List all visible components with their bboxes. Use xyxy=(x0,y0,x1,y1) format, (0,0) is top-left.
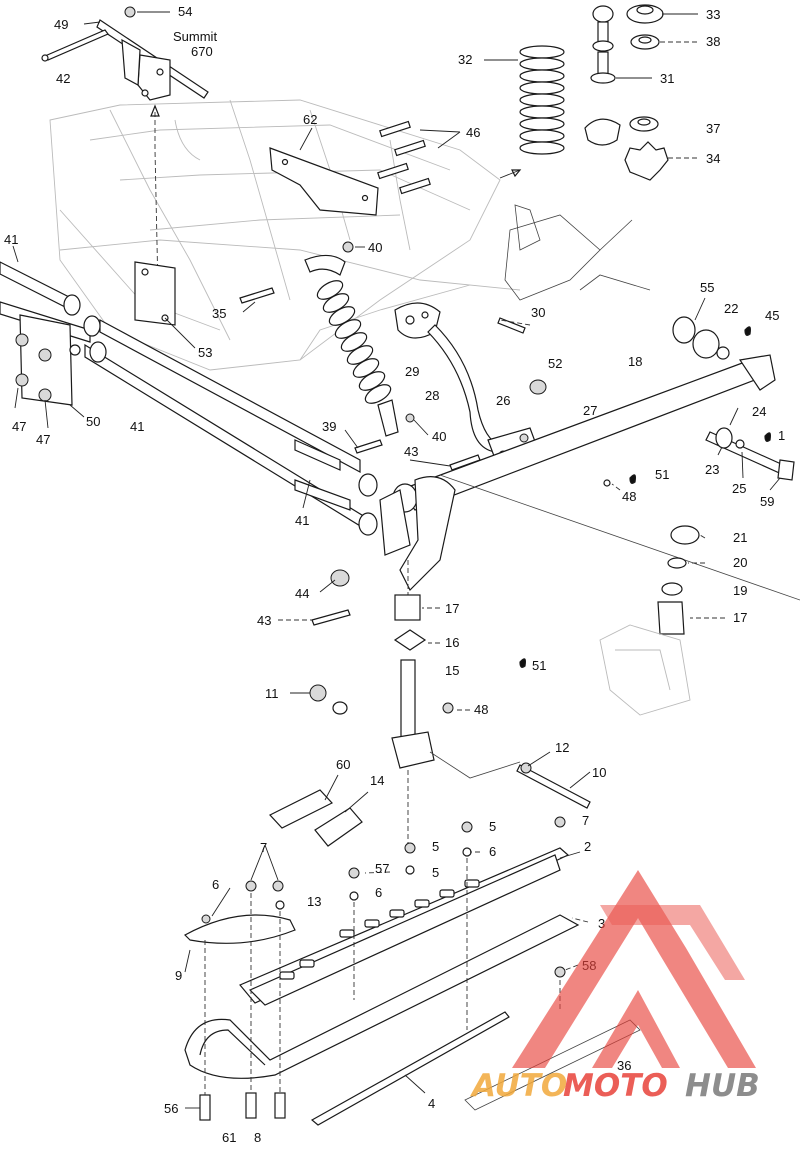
callout-43-top: 43 xyxy=(404,444,418,459)
callout-5-right: 5 xyxy=(489,819,496,834)
callout-39: 39 xyxy=(322,419,336,434)
callout-6-center: 5 xyxy=(432,865,439,880)
callout-31: 31 xyxy=(660,71,674,86)
callout-7-left: 7 xyxy=(260,840,267,855)
callout-32: 32 xyxy=(458,52,472,67)
callout-19: 19 xyxy=(733,583,747,598)
callout-24: 24 xyxy=(752,404,766,419)
callout-47-right: 47 xyxy=(36,432,50,447)
callout-9: 9 xyxy=(175,968,182,983)
callout-8: 8 xyxy=(254,1130,261,1145)
callout-36: 36 xyxy=(617,1058,631,1073)
callout-6-left: 6 xyxy=(375,885,382,900)
callout-46: 46 xyxy=(466,125,480,140)
callout-22: 22 xyxy=(724,301,738,316)
callout-7-right: 7 xyxy=(582,813,589,828)
callout-40-top: 40 xyxy=(368,240,382,255)
callout-16: 16 xyxy=(445,635,459,650)
callout-28: 28 xyxy=(425,388,439,403)
spring-assembly xyxy=(499,4,669,181)
watermark-logo: AUTO MOTO HUB xyxy=(469,870,760,1104)
watermark-text-auto: AUTO xyxy=(469,1068,567,1104)
callout-15: 15 xyxy=(445,663,459,678)
callout-21: 21 xyxy=(733,530,747,545)
callout-45: 45 xyxy=(765,308,779,323)
callout-17-right: 17 xyxy=(733,610,747,625)
callout-12: 12 xyxy=(555,740,569,755)
callout-3: 3 xyxy=(598,916,605,931)
callout-52: 52 xyxy=(548,356,562,371)
callout-48-top: 48 xyxy=(622,489,636,504)
callout-40-mid: 40 xyxy=(432,429,446,444)
callout-43-bottom: 43 xyxy=(257,613,271,628)
ski-assembly xyxy=(184,770,580,1126)
callout-18: 18 xyxy=(628,354,642,369)
callout-53: 53 xyxy=(198,345,212,360)
callout-61: 61 xyxy=(222,1130,236,1145)
callout-26: 26 xyxy=(496,393,510,408)
callout-48-bottom: 48 xyxy=(474,702,488,717)
bellcrank xyxy=(497,204,651,334)
summit-bracket xyxy=(41,6,209,291)
callout-41-top: 41 xyxy=(4,232,18,247)
callout-41-mid: 41 xyxy=(130,419,144,434)
callout-57: 6 xyxy=(212,877,219,892)
callout-54: 54 xyxy=(178,4,192,19)
radius-rod xyxy=(379,354,800,601)
callout-1: 1 xyxy=(778,428,785,443)
callout-62: 62 xyxy=(303,112,317,127)
callout-14: 14 xyxy=(370,773,384,788)
callout-38: 38 xyxy=(706,34,720,49)
callout-11: 11 xyxy=(265,686,279,701)
callout-34: 34 xyxy=(706,151,720,166)
callout-47-left: 47 xyxy=(12,419,26,434)
callout-56: 56 xyxy=(164,1101,178,1116)
callout-30: 30 xyxy=(531,305,545,320)
callout-4: 4 xyxy=(428,1096,435,1111)
callout-labels: 49 54 42 32 33 38 31 37 34 62 46 41 40 3… xyxy=(4,4,785,1145)
callout-23: 23 xyxy=(705,462,719,477)
callout-6-right: 6 xyxy=(489,844,496,859)
callout-51-bottom: 51 xyxy=(532,658,546,673)
callout-27: 27 xyxy=(583,403,597,418)
model-caption-number: 670 xyxy=(191,44,213,59)
callout-49: 49 xyxy=(54,17,68,32)
spindle-hardware xyxy=(599,316,795,716)
callout-10: 10 xyxy=(592,765,606,780)
callout-41-bottom: 41 xyxy=(295,513,309,528)
cross-tubes xyxy=(0,261,378,536)
callout-42: 42 xyxy=(56,71,70,86)
callout-17-center: 17 xyxy=(445,601,459,616)
callout-13: 13 xyxy=(307,894,321,909)
callout-2: 2 xyxy=(584,839,591,854)
callout-20: 20 xyxy=(733,555,747,570)
callout-59: 59 xyxy=(760,494,774,509)
callout-60: 60 xyxy=(336,757,350,772)
chassis-frame-outline xyxy=(49,99,521,371)
mount-plate xyxy=(269,120,431,216)
callout-33: 33 xyxy=(706,7,720,22)
callout-29: 29 xyxy=(405,364,419,379)
callout-25: 25 xyxy=(732,481,746,496)
spindle xyxy=(309,413,591,809)
callout-35: 35 xyxy=(212,306,226,321)
callout-5-center: 5 xyxy=(432,839,439,854)
watermark-text-hub: HUB xyxy=(685,1068,760,1104)
callout-55: 55 xyxy=(700,280,714,295)
callout-leaders xyxy=(12,11,781,1111)
shock-absorber xyxy=(239,241,399,437)
callout-51-top: 51 xyxy=(655,467,669,482)
callout-5-left: 57 xyxy=(375,861,389,876)
watermark-text-moto: MOTO xyxy=(563,1068,668,1104)
callout-50: 50 xyxy=(86,414,100,429)
callout-44: 44 xyxy=(295,586,309,601)
callout-37: 37 xyxy=(706,121,720,136)
model-caption-name: Summit xyxy=(173,29,217,44)
